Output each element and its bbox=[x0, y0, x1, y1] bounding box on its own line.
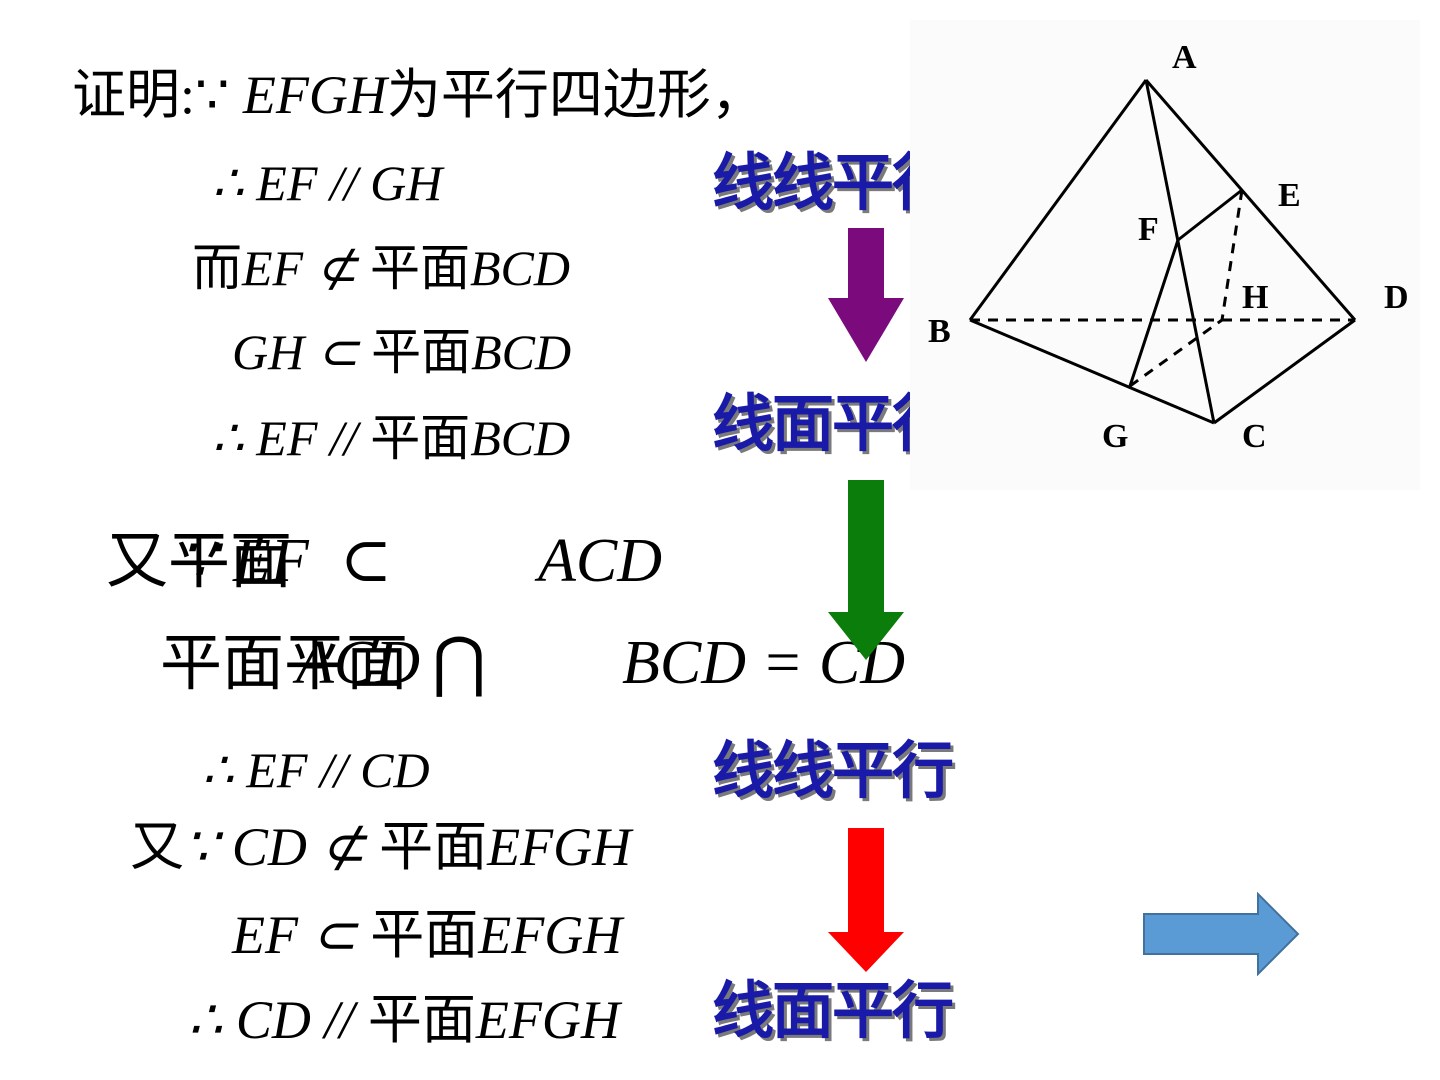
purple-arrow-shape bbox=[828, 228, 904, 362]
proof-line-10: EF ⊂ 平面EFGH bbox=[232, 905, 623, 965]
edge-ad bbox=[1144, 79, 1357, 321]
proof-line-4: GH ⊂ 平面BCD bbox=[232, 327, 571, 377]
proof-line-7-cn: 平面平面 bbox=[160, 626, 409, 699]
vertex-label-f: F bbox=[1138, 211, 1159, 248]
proof-line-11-text: 平面 bbox=[367, 988, 476, 1051]
proof-line-8: ∴ EF // CD bbox=[202, 742, 430, 798]
edge-gh-hidden bbox=[1129, 318, 1223, 388]
vertex-label-c: C bbox=[1242, 418, 1267, 455]
proof-line-3-text: 平面 bbox=[369, 239, 470, 297]
edge-ab bbox=[968, 79, 1148, 321]
proof-line-4-tail: BCD bbox=[471, 324, 572, 380]
proof-line-11-tail: EFGH bbox=[475, 990, 620, 1050]
purple-down-arrow-icon bbox=[828, 228, 904, 362]
proof-line-6-tail: ACD bbox=[538, 527, 662, 595]
green-down-arrow-icon bbox=[828, 480, 904, 660]
proof-line-6-overlay: ∵ EF bbox=[178, 527, 309, 595]
next-arrow-shape[interactable] bbox=[1143, 892, 1300, 976]
edge-bc bbox=[969, 318, 1215, 425]
vertex-label-h: H bbox=[1242, 279, 1268, 316]
proof-line-5-math: ∴ EF // bbox=[212, 410, 371, 466]
vertex-label-e: E bbox=[1278, 177, 1301, 214]
vertex-label-b: B bbox=[928, 313, 951, 350]
proof-line-9-tail: EFGH bbox=[487, 817, 632, 877]
because-symbol: :∵ bbox=[180, 65, 243, 125]
green-arrow-shape bbox=[828, 480, 904, 660]
proof-line-1: 证明:∵ EFGH为平行四边形， bbox=[72, 65, 765, 125]
proof-line-9-text: 平面 bbox=[379, 815, 488, 878]
label-line-line-parallel-2: 线线平行 bbox=[712, 734, 954, 807]
proof-label: 证明 bbox=[72, 63, 180, 126]
next-arrow-icon[interactable] bbox=[1142, 892, 1300, 976]
label-line-plane-parallel-2: 线面平行 bbox=[712, 974, 954, 1047]
proof-line-4-text: 平面 bbox=[371, 323, 472, 381]
edge-eh-hidden bbox=[1220, 189, 1244, 321]
proof-line-3: 而EF ⊄ 平面BCD bbox=[192, 243, 570, 293]
proof-line-6-symbol: ⊂ bbox=[340, 527, 392, 595]
proof-line-2: ∴ EF // GH bbox=[212, 155, 443, 211]
proof-line-6-cn: 又平面 bbox=[106, 524, 293, 597]
edge-ac bbox=[1144, 79, 1216, 424]
proof-line-5-text: 平面 bbox=[370, 409, 471, 467]
proof-line-10-math: EF ⊂ bbox=[232, 905, 371, 965]
edge-cd bbox=[1213, 318, 1356, 425]
proof-line-9-prefix: 又 bbox=[130, 815, 184, 878]
vertex-label-g: G bbox=[1102, 418, 1128, 455]
proof-line-7-symbol: ⋂ bbox=[432, 626, 487, 699]
proof-line-7-overlay: ACD bbox=[296, 629, 420, 697]
proof-line-5-tail: BCD bbox=[470, 410, 571, 466]
red-down-arrow-icon bbox=[828, 828, 904, 972]
vertex-label-d: D bbox=[1384, 279, 1409, 316]
edge-fe bbox=[1177, 188, 1243, 242]
tetrahedron-diagram: A B C D E F G H bbox=[910, 20, 1420, 490]
proof-line-3-tail: BCD bbox=[469, 240, 570, 296]
proof-line-10-text: 平面 bbox=[370, 903, 479, 966]
proof-line-11: ∴ CD // 平面EFGH bbox=[188, 990, 620, 1050]
vertex-label-a: A bbox=[1172, 39, 1197, 76]
proof-line-10-tail: EFGH bbox=[478, 905, 623, 965]
proof-line-11-math: ∴ CD // bbox=[188, 990, 368, 1050]
proof-line-3-prefix: 而 bbox=[192, 239, 242, 297]
proof-line-5: ∴ EF // 平面BCD bbox=[212, 413, 570, 463]
parallelogram-text: 为平行四边形， bbox=[386, 63, 765, 126]
red-arrow-shape bbox=[828, 828, 904, 972]
proof-line-9: 又∵ CD ⊄ 平面EFGH bbox=[130, 817, 632, 877]
edge-fg bbox=[1128, 239, 1180, 387]
math-efgh: EFGH bbox=[242, 65, 387, 125]
proof-line-4-math: GH ⊂ bbox=[232, 324, 372, 380]
proof-line-9-math: ∵ CD ⊄ bbox=[184, 817, 380, 877]
proof-line-3-math: EF ⊄ bbox=[242, 240, 370, 296]
diagram-background bbox=[910, 20, 1420, 490]
